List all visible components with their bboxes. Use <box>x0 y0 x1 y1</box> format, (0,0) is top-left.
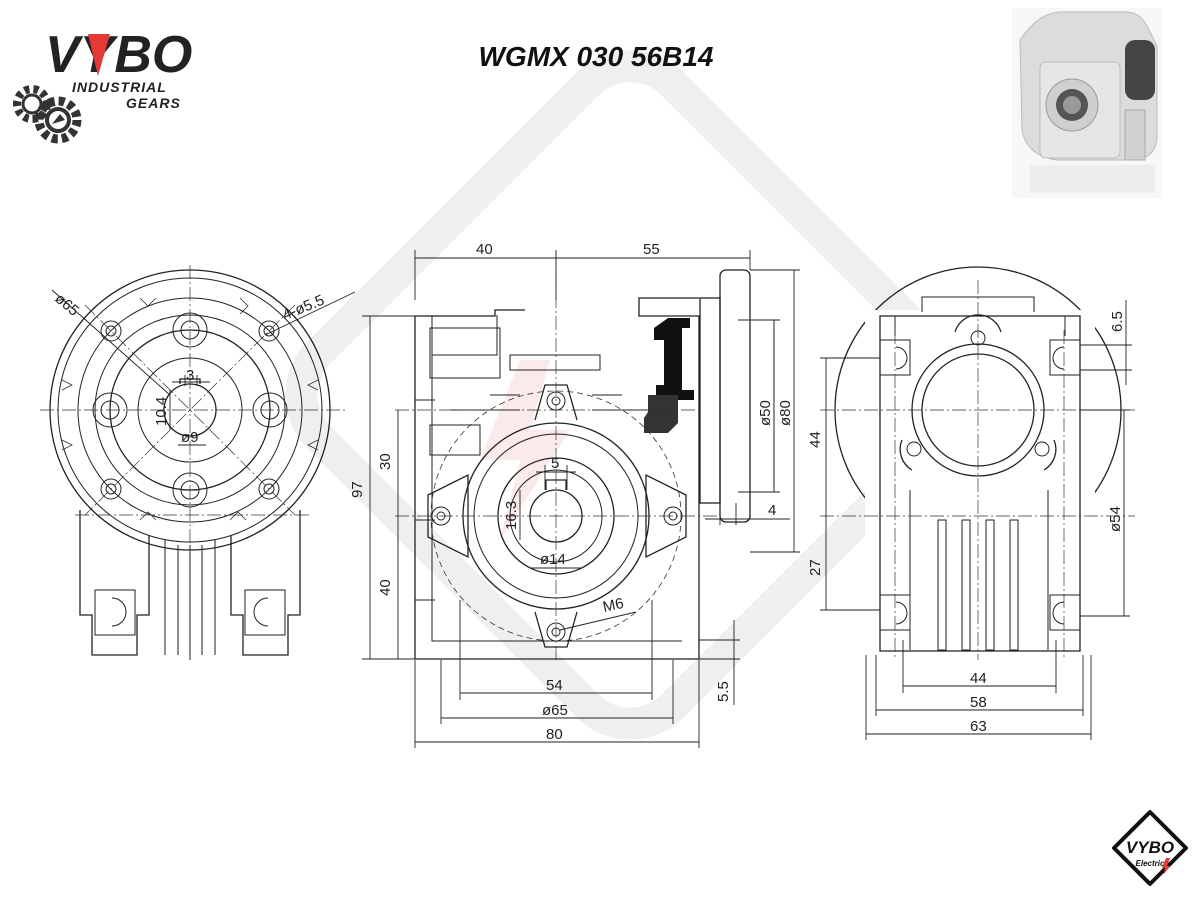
dim-right-w58: 58 <box>970 694 987 711</box>
dim-right-h44: 44 <box>807 431 824 448</box>
dim-mid-h97: 97 <box>349 481 366 498</box>
dim-mid-h30: 30 <box>377 453 394 470</box>
vybo-electric-badge: VYBO Electric <box>1112 810 1188 886</box>
dim-mid-h40: 40 <box>377 579 394 596</box>
dim-right-w63: 63 <box>970 718 987 735</box>
dim-right-w44: 44 <box>970 670 987 687</box>
brand-name: VYBO <box>45 26 192 84</box>
dim-mid-t4: 4 <box>768 502 776 519</box>
gear-icon <box>13 85 82 144</box>
dim-right-t65: 6.5 <box>1109 311 1126 332</box>
bolt-icon <box>1162 858 1170 874</box>
page-title: WGMX 030 56B14 <box>479 41 714 72</box>
dim-mid-thread: M6 <box>601 595 625 616</box>
dim-mid-w40: 40 <box>476 241 493 258</box>
dim-left-holes: 4-ø5.5 <box>280 292 327 324</box>
dim-left-keyw: 3 <box>186 367 194 384</box>
dim-mid-key16: 16.3 <box>503 501 520 530</box>
dim-mid-key5: 5 <box>551 455 559 472</box>
brand-line1: INDUSTRIAL <box>72 79 167 95</box>
badge-sub: Electric <box>1136 859 1165 868</box>
dim-right-h27: 27 <box>807 559 824 576</box>
brand-line2: GEARS <box>126 95 181 111</box>
vybo-logo: VYBO INDUSTRIAL GEARS <box>13 26 192 144</box>
dim-mid-d80: ø80 <box>777 400 794 426</box>
dim-left-d65: ø65 <box>51 290 82 320</box>
dim-mid-d65: ø65 <box>542 702 568 719</box>
badge-name: VYBO <box>1126 838 1174 857</box>
dim-left-bore: ø9 <box>181 429 199 446</box>
dim-left-keyh: 10.4 <box>153 397 170 426</box>
dim-mid-w54: 54 <box>546 677 563 694</box>
product-photo <box>1012 8 1162 198</box>
dim-mid-bore14: ø14 <box>540 551 566 568</box>
middle-view: 40 55 97 30 40 5 16.3 ø14 M6 ø50 ø80 <box>349 241 800 748</box>
left-view: ø65 4-ø5.5 3 10.4 ø9 <box>40 265 356 660</box>
dim-mid-w55: 55 <box>643 241 660 258</box>
dim-mid-t55: 5.5 <box>715 681 732 702</box>
right-view: 6.5 44 27 ø54 44 58 63 <box>807 266 1135 740</box>
dim-right-d54: ø54 <box>1107 506 1124 532</box>
dim-mid-w80: 80 <box>546 726 563 743</box>
dim-mid-d50: ø50 <box>757 400 774 426</box>
watermark <box>285 50 975 740</box>
brand-accent-icon <box>88 34 110 76</box>
